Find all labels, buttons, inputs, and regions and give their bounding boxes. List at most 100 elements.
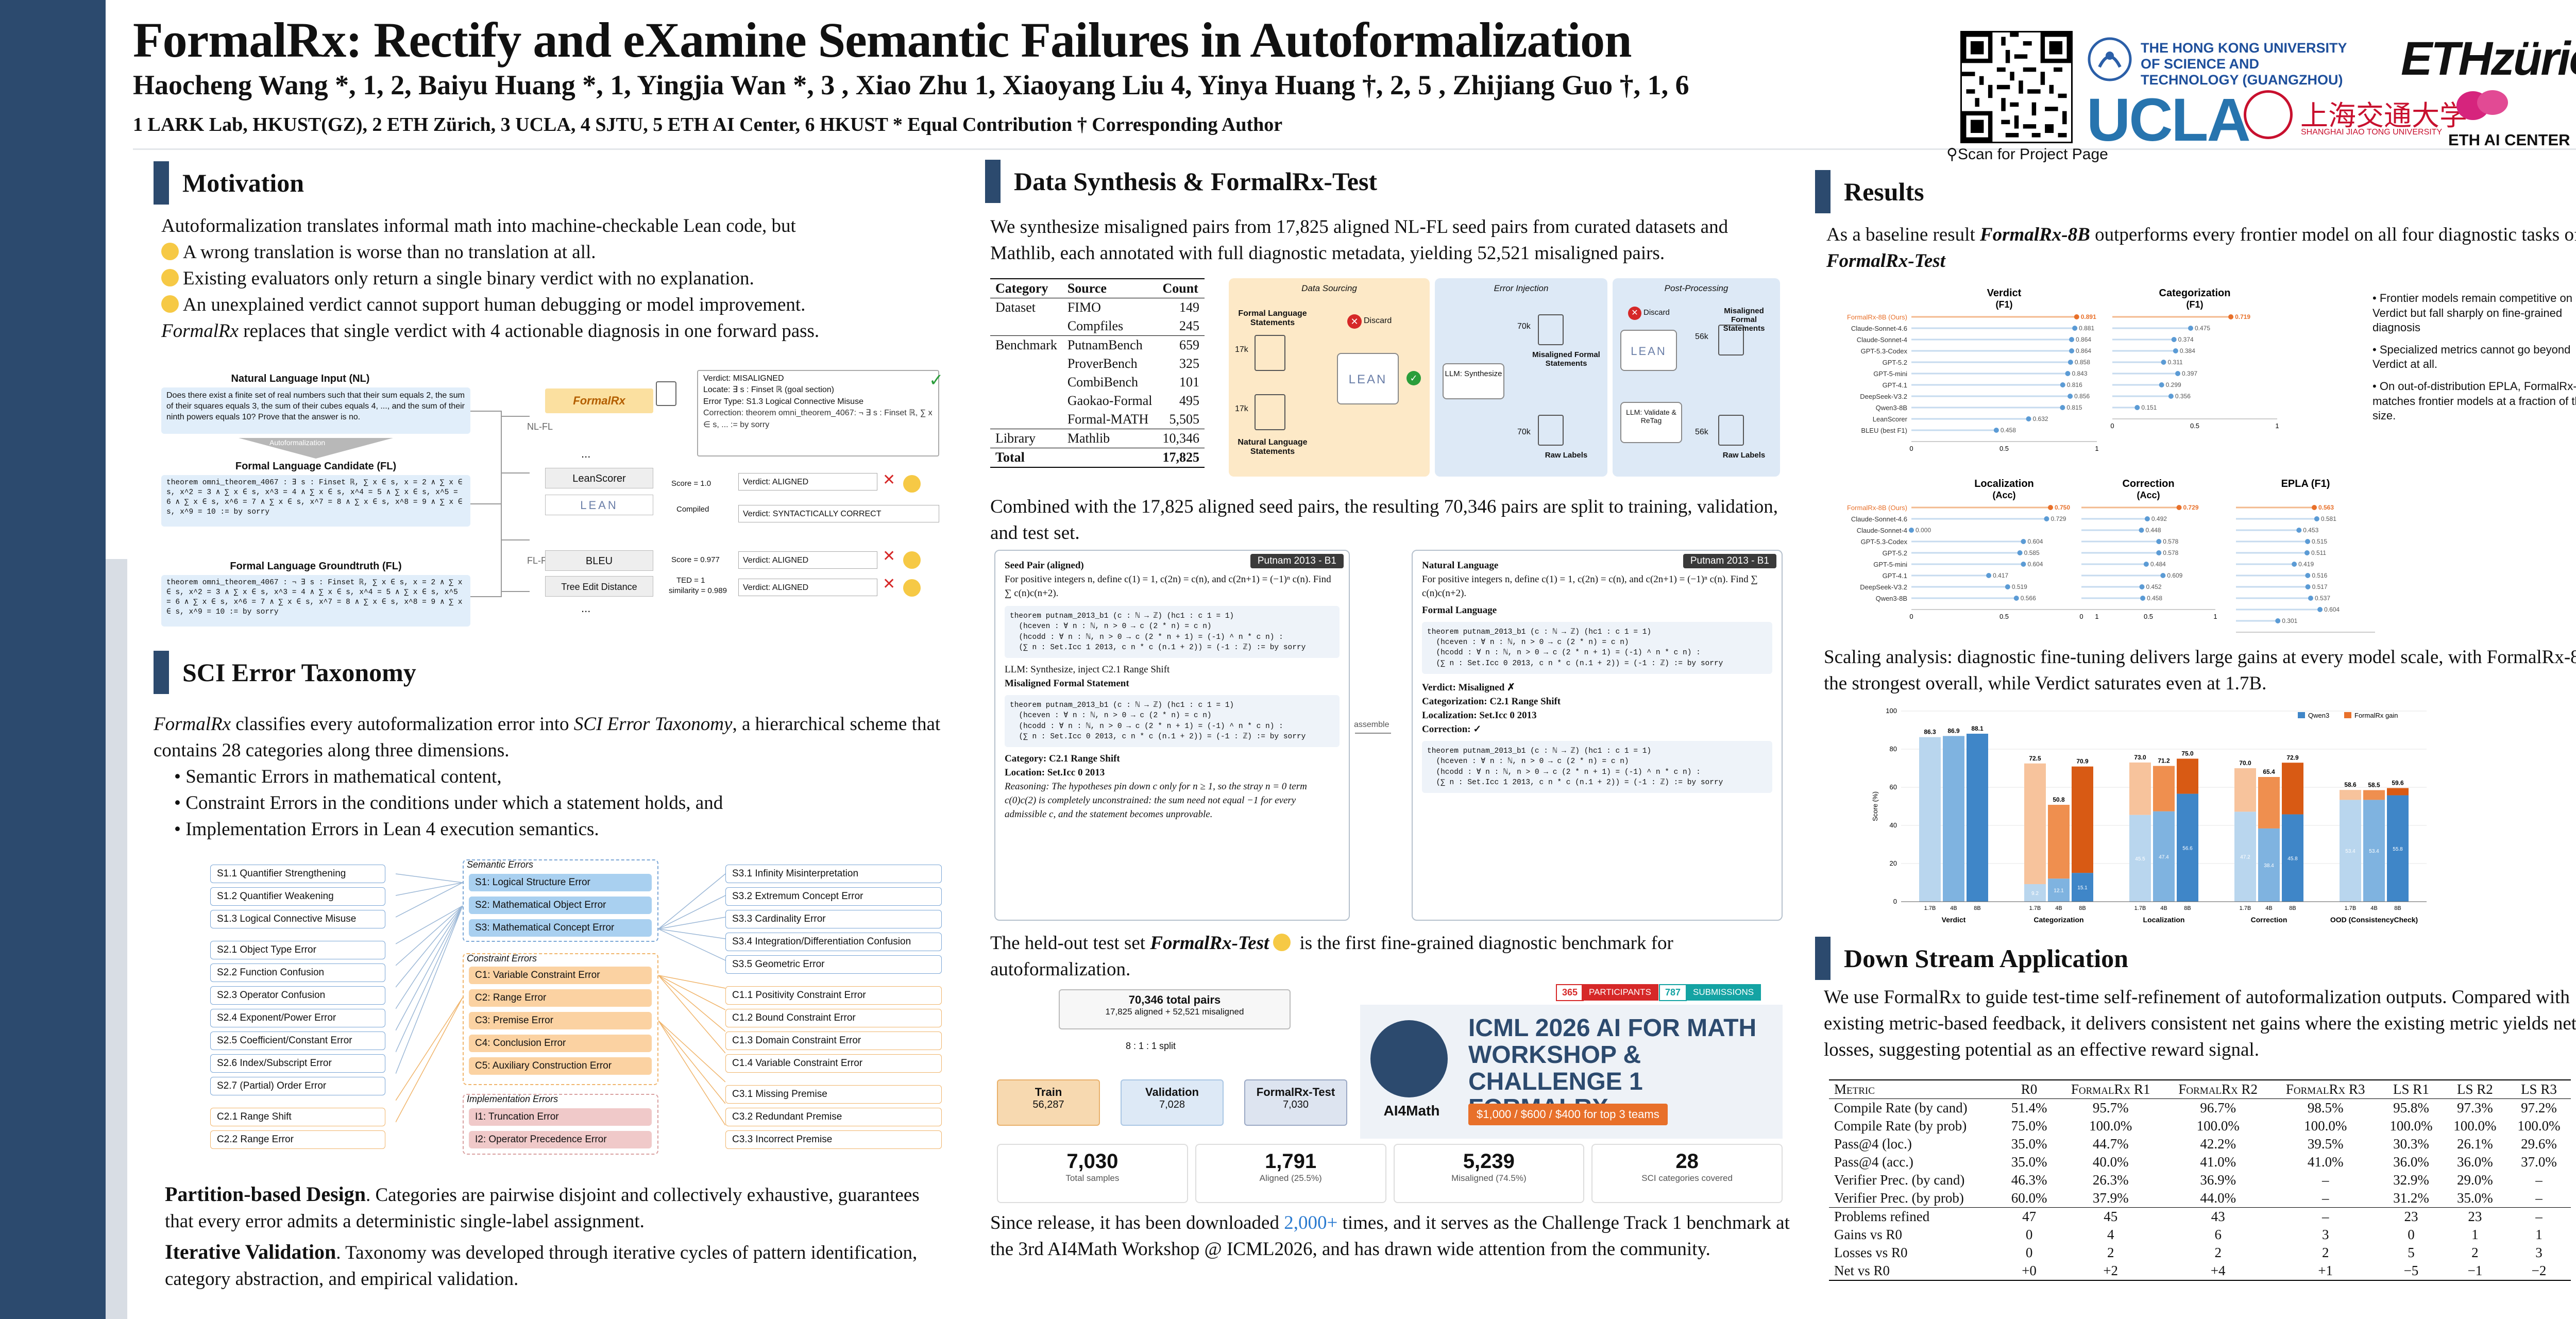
chart-subtitle: (F1)	[2187, 299, 2204, 310]
data-label: 0.511	[2311, 549, 2326, 556]
document-icon	[1255, 394, 1285, 430]
i2-node: I2: Operator Precedence Error	[469, 1131, 652, 1148]
data-label: 0.581	[2321, 515, 2336, 522]
model-label: FormalRx-8B (Ours)	[1847, 313, 1907, 321]
bar-value-label: 88.1	[1971, 725, 1984, 732]
workshop-banner[interactable]: 365 PARTICIPANTS 787 SUBMISSIONS AI4Math…	[1360, 984, 1783, 1144]
table-row: Pass@4 (acc.)35.0%40.0%41.0%41.0%36.0%36…	[1834, 1154, 2557, 1170]
group-label: Correction	[2251, 916, 2287, 924]
qr-code[interactable]	[1960, 31, 2073, 143]
data-label: 0.151	[2141, 404, 2157, 411]
data-label: 0.609	[2167, 572, 2182, 579]
data-point	[2143, 562, 2149, 567]
ted-evaluator: Tree Edit Distance	[545, 576, 653, 597]
bar-base	[1919, 737, 1941, 902]
bar-size-label: 1.7B	[2240, 905, 2251, 911]
bar-base	[2282, 814, 2303, 902]
data-point	[2074, 314, 2079, 319]
bar-base-label: 56.6	[2182, 845, 2193, 851]
bar-base	[2258, 828, 2280, 902]
data-point	[1986, 573, 1992, 578]
group-label: Categorization	[2033, 916, 2083, 924]
tick-label: 0	[2079, 613, 2083, 620]
cross-icon: ✕	[883, 576, 896, 593]
data-label: 0.299	[2166, 381, 2181, 388]
data-label: 0.719	[2235, 313, 2250, 320]
legend-swatch	[2298, 712, 2305, 718]
data-label: 0.374	[2178, 336, 2194, 343]
motivation-text: Autoformalization translates informal ma…	[161, 213, 950, 344]
worried-face-icon	[161, 295, 179, 313]
data-point	[2072, 326, 2078, 331]
bar-value-label: 86.9	[1947, 727, 1960, 734]
assemble-arrow	[1355, 733, 1391, 734]
document-icon	[1255, 335, 1285, 371]
check-icon: ✓	[1406, 371, 1421, 385]
bar-size-label: 8B	[2289, 905, 2296, 911]
seed-code: theorem putnam_2013_b1 (c : ℕ → ℤ) (hc1 …	[1005, 605, 1340, 658]
data-label: 0.484	[2150, 561, 2166, 568]
left-s1-list: S1.1 Quantifier Strengthening S1.2 Quant…	[210, 865, 385, 1149]
bar-size-label: 4B	[2370, 905, 2377, 911]
ted-verdict: Verdict: ALIGNED	[738, 579, 877, 596]
bar-gain	[2258, 777, 2280, 828]
bar-gain	[2048, 805, 2070, 879]
results-intro: As a baseline result FormalRx-8B outperf…	[1826, 224, 2576, 272]
llm-synthesize-box: LLM: Synthesize	[1443, 363, 1504, 399]
check-icon: ✓	[929, 371, 944, 390]
header-divider	[133, 148, 2576, 150]
bar-value-label: 65.4	[2263, 768, 2275, 775]
data-point	[2188, 326, 2193, 331]
bar-value-label: 50.8	[2053, 796, 2065, 803]
affiliations: 1 LARK Lab, HKUST(GZ), 2 ETH Zürich, 3 U…	[133, 114, 1283, 136]
data-point	[2275, 618, 2281, 623]
chart-subtitle: (Acc)	[2137, 490, 2160, 500]
results-dot-charts: Verdict(F1)FormalRx-8B (Ours)0.891Claude…	[1847, 288, 2377, 636]
lean-checker-icon: LEAN	[1620, 330, 1677, 371]
bar-value-label: 73.0	[2134, 754, 2146, 761]
data-label: 0.578	[2163, 549, 2178, 556]
ellipsis: ...	[581, 602, 591, 615]
chart-title: Localization	[1974, 478, 2034, 489]
data-label: 0.585	[2024, 549, 2040, 556]
nl-title: Natural Language Input (NL)	[231, 373, 370, 384]
data-point	[2005, 584, 2010, 589]
bar-base-label: 38.4	[2264, 863, 2274, 869]
downloads-link[interactable]: 2,000+	[1284, 1212, 1338, 1233]
eth-ai-blob-icon	[2456, 90, 2508, 120]
bar-size-label: 1.7B	[2345, 905, 2357, 911]
model-label: GPT-5-mini	[1873, 561, 1907, 568]
sjtu-emblem-icon	[2244, 90, 2293, 139]
data-point	[2060, 405, 2065, 410]
total-pairs-box: 70,346 total pairs 17,825 aligned + 52,5…	[1059, 989, 1291, 1029]
eth-logo: ETHzürich	[2401, 32, 2576, 85]
bar-gain	[2177, 758, 2198, 794]
taxonomy-connectors	[396, 873, 725, 1126]
data-point	[2067, 394, 2073, 399]
tick-label: 1	[2095, 613, 2098, 620]
bar-size-label: 8B	[2079, 905, 2086, 911]
tick-label: 0	[2234, 635, 2238, 636]
model-label: GPT-5-mini	[1873, 370, 1907, 378]
scaling-text: Scaling analysis: diagnostic fine-tuning…	[1824, 647, 2576, 695]
data-point	[2305, 539, 2311, 544]
data-point	[2044, 516, 2049, 521]
cross-icon: ✕	[883, 471, 896, 488]
s1-node: S1: Logical Structure Error	[469, 874, 652, 891]
bleu-score: Score = 0.977	[671, 555, 720, 564]
data-label: 0.858	[2075, 359, 2090, 366]
data-label: 0.458	[2147, 595, 2162, 602]
model-label: Qwen3-8B	[1876, 404, 1907, 412]
bar-gain	[2282, 763, 2303, 815]
formalrx-output-box: Verdict: MISALIGNED Locate: ∃ s : Finset…	[697, 370, 939, 456]
data-point	[1993, 428, 1999, 433]
data-label: 0.475	[2195, 325, 2210, 332]
bar-size-label: 8B	[2394, 905, 2401, 911]
data-label: 0.452	[2146, 583, 2162, 590]
chart-subtitle: (Acc)	[1992, 490, 2015, 500]
